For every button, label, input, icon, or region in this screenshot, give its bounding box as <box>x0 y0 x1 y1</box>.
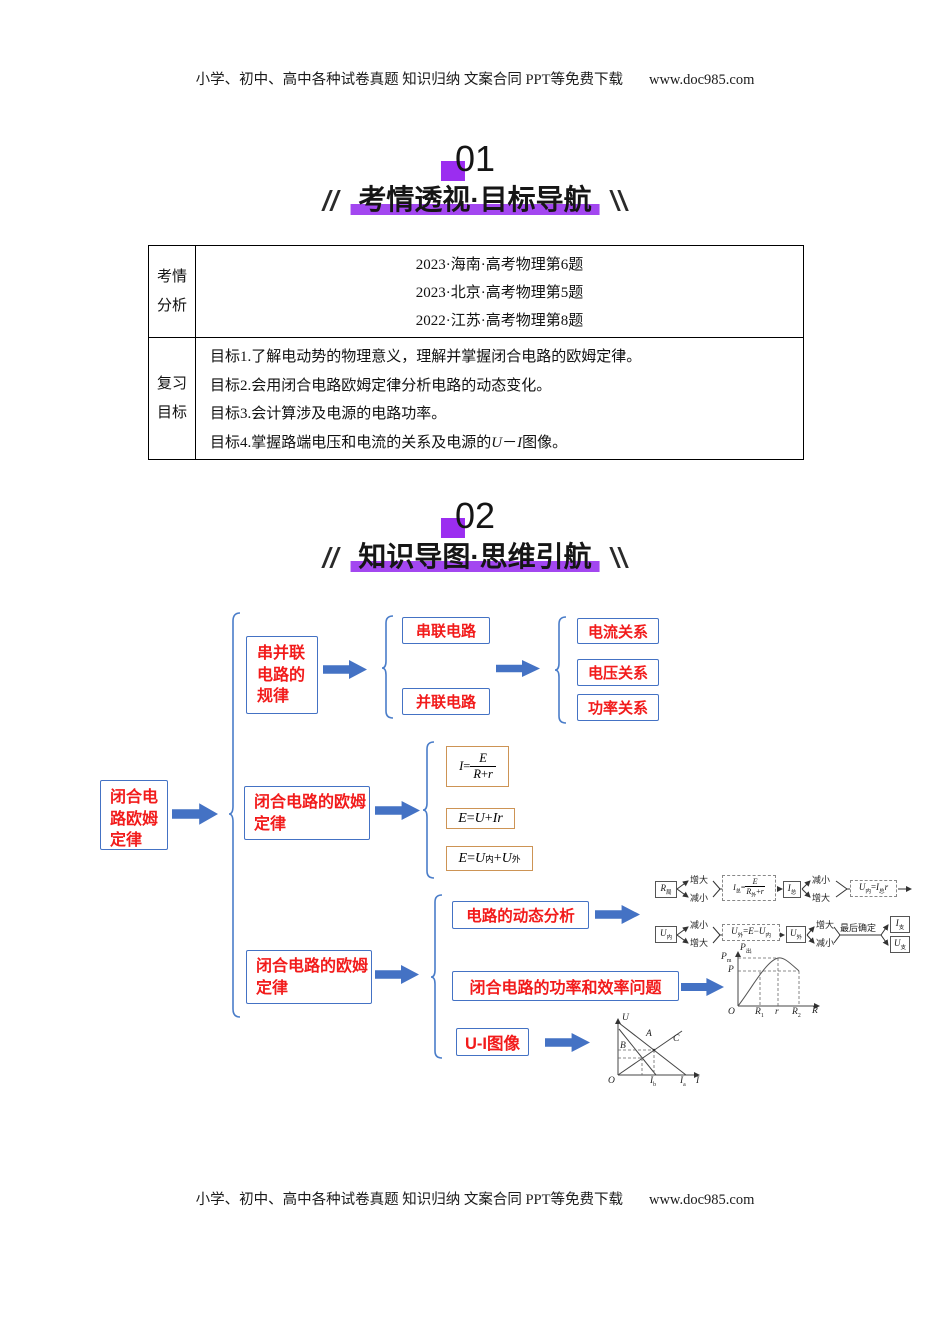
footer-text: 小学、初中、高中各种试卷真题 知识归纳 文案合同 PPT等免费下载 <box>195 1192 623 1208</box>
block-arrow-icon <box>681 978 724 996</box>
brace-connector <box>430 894 443 1059</box>
leaf-power-relation: 功率关系 <box>577 694 659 721</box>
section2-number-text: 02 <box>454 495 496 536</box>
flow-label-final-determine: 最后确定 <box>840 923 877 933</box>
leaf-voltage-relation: 电压关系 <box>577 659 659 686</box>
branch-series-parallel-rules: 串并联电路的规律 <box>246 636 318 714</box>
formula-emf-uir: E=U+Ir <box>446 808 515 829</box>
section2-title-text: 知识导图·思维引航 <box>350 541 600 572</box>
uigraph-ylabel: U <box>622 1013 629 1023</box>
uigraph-origin-label: O <box>608 1076 615 1086</box>
branch-closed-circuit-ohm-law-1: 闭合电路的欧姆定律 <box>244 786 370 840</box>
exam-info-table: 考情分析 2023·海南·高考物理第6题 2023·北京·高考物理第5题 202… <box>148 245 804 460</box>
review-goals-cell: 目标1.了解电动势的物理意义，理解并掌握闭合电路的欧姆定律。 目标2.会用闭合电… <box>196 338 803 459</box>
ui-plot <box>615 1018 700 1078</box>
flow-label-increase: 增大 <box>690 938 709 948</box>
goal-item: 目标4.掌握路端电压和电流的关系及电源的U－I图像。 <box>210 434 568 451</box>
pgraph-r2-label: R2 <box>792 1007 801 1019</box>
exam-item: 2023·北京·高考物理第5题 <box>415 285 584 301</box>
flow-formula-uexternal: U外=E−U内 <box>722 924 780 942</box>
section2-number: 02 <box>440 495 496 538</box>
flow-box-u-branch: U支 <box>890 936 910 954</box>
flow-label-increase: 增大 <box>690 875 709 885</box>
page-footer: 小学、初中、高中各种试卷真题 知识归纳 文案合同 PPT等免费下载 www.doc… <box>0 1188 950 1209</box>
flowchart-connectors <box>676 880 912 946</box>
block-arrow-icon <box>323 660 367 679</box>
branch-closed-circuit-ohm-law-2: 闭合电路的欧姆定律 <box>246 950 372 1004</box>
section2-title: 知识导图·思维引航 <box>319 535 632 575</box>
uigraph-b-label: B <box>620 1041 626 1051</box>
row-header-exam-analysis: 考情分析 <box>149 246 196 337</box>
node-parallel-circuit: 并联电路 <box>402 688 490 715</box>
section1-title: 考情透视·目标导航 <box>319 178 632 218</box>
brace-connector <box>381 615 394 719</box>
flow-label-increase: 增大 <box>816 920 835 930</box>
uigraph-ia-label: Ia <box>680 1076 686 1088</box>
ui-graph: U I O A B C Ib Ia <box>600 1011 710 1091</box>
pgraph-pm-label: Pm <box>721 952 732 964</box>
goal-item: 目标1.了解电动势的物理意义，理解并掌握闭合电路的欧姆定律。 <box>210 349 642 366</box>
uigraph-ib-label: Ib <box>650 1076 657 1088</box>
uigraph-c-label: C <box>673 1034 680 1044</box>
block-arrow-icon <box>375 801 420 820</box>
section1-number-text: 01 <box>454 138 496 179</box>
header-text: 小学、初中、高中各种试卷真题 知识归纳 文案合同 PPT等免费下载 <box>195 72 623 88</box>
block-arrow-icon <box>545 1033 590 1052</box>
goal-item: 目标2.会用闭合电路欧姆定律分析电路的动态变化。 <box>210 377 552 394</box>
uigraph-a-label: A <box>646 1029 652 1039</box>
table-row: 复习目标 目标1.了解电动势的物理意义，理解并掌握闭合电路的欧姆定律。 目标2.… <box>149 338 803 459</box>
pgraph-origin-label: O <box>728 1007 735 1017</box>
flow-label-decrease: 减小 <box>812 875 831 885</box>
header-url: www.doc985.com <box>648 72 755 88</box>
power-curve-graph: P出 Pm P O R1 r R2 R <box>720 943 830 1020</box>
exam-item: 2022·江苏·高考物理第8题 <box>415 313 584 329</box>
leaf-current-relation: 电流关系 <box>577 618 659 644</box>
power-curve-plot <box>735 951 820 1009</box>
block-arrow-icon <box>375 965 419 984</box>
row-header-review-goals: 复习目标 <box>149 338 196 459</box>
block-arrow-icon <box>595 905 640 924</box>
exam-item: 2023·海南·高考物理第6题 <box>415 257 584 273</box>
block-arrow-icon <box>172 803 218 825</box>
node-power-efficiency: 闭合电路的功率和效率问题 <box>452 971 679 1001</box>
pgraph-r-label: r <box>775 1007 779 1017</box>
pgraph-ylabel: P出 <box>740 943 752 955</box>
flow-box-i-branch: I支 <box>890 916 910 934</box>
node-series-circuit: 串联电路 <box>402 617 490 644</box>
mindmap-root-node: 闭合电路欧姆定律 <box>100 780 168 850</box>
flow-box-r-local: R局 <box>655 881 677 899</box>
brace-connector <box>228 612 241 1018</box>
footer-url: www.doc985.com <box>648 1192 755 1208</box>
pgraph-r1-label: R1 <box>755 1007 764 1019</box>
flow-label-decrease: 减小 <box>690 893 709 903</box>
flow-box-u-internal: U内 <box>655 926 677 944</box>
node-ui-graph: U-I图像 <box>456 1028 529 1056</box>
block-arrow-icon <box>496 659 540 678</box>
exam-analysis-cell: 2023·海南·高考物理第6题 2023·北京·高考物理第5题 2022·江苏·… <box>196 246 803 337</box>
section1-title-text: 考情透视·目标导航 <box>350 184 600 215</box>
flow-box-u-external: U外 <box>786 926 806 944</box>
pgraph-p-label: P <box>728 965 734 975</box>
flow-box-itotal: I总 <box>783 881 801 899</box>
pgraph-xlabel: R <box>812 1006 818 1016</box>
node-dynamic-analysis: 电路的动态分析 <box>452 901 589 929</box>
brace-connector <box>554 616 567 724</box>
goal-item: 目标3.会计算涉及电源的电路功率。 <box>210 406 447 423</box>
table-row: 考情分析 2023·海南·高考物理第6题 2023·北京·高考物理第5题 202… <box>149 246 803 338</box>
brace-connector <box>422 741 435 879</box>
flow-formula-uinternal: U内=I总r <box>850 880 897 898</box>
flow-label-decrease: 减小 <box>690 920 709 930</box>
purple-square-icon <box>440 518 465 538</box>
page-header: 小学、初中、高中各种试卷真题 知识归纳 文案合同 PPT等免费下载 www.doc… <box>0 68 950 89</box>
flow-label-decrease: 减小 <box>816 938 835 948</box>
uigraph-xlabel: I <box>696 1076 700 1086</box>
flow-label-increase: 增大 <box>812 893 831 903</box>
section1-number: 01 <box>440 138 496 181</box>
purple-square-icon <box>440 161 465 181</box>
